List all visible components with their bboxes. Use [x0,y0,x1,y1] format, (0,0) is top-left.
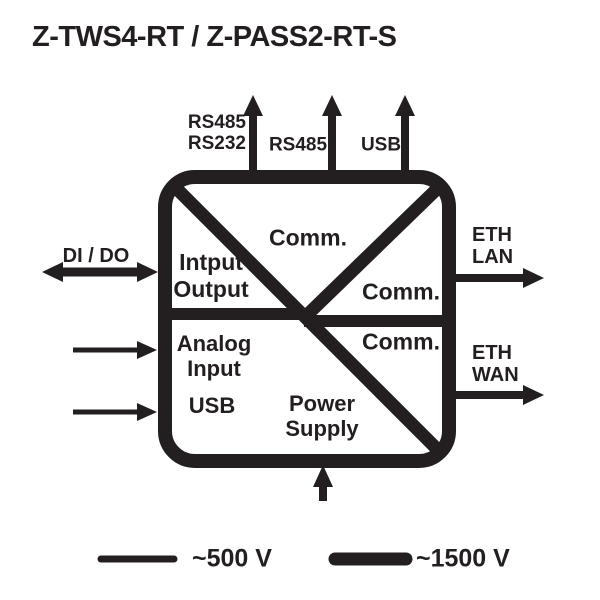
rs485-rs232-arrow-icon [243,95,263,171]
section-comm-top: Comm. [269,224,347,251]
section-usb: USB [188,392,236,418]
eth-lan-line1: ETH [472,224,512,246]
barrier-diagonal-upper-right [299,179,447,323]
analog-input-arrow-icon [73,341,157,359]
legend-label-500v: ~500 V [192,544,272,573]
power-line2: Supply [285,416,359,441]
rs485-arrow-icon [322,95,342,171]
section-comm-right-upper: Comm. [362,278,440,305]
io-line2: Output [173,276,249,302]
eth-lan-line2: LAN [472,246,514,268]
io-line1: Intput [179,249,243,275]
eth-wan-arrow-icon [448,385,544,405]
usb-top-arrow-icon [395,95,415,171]
port-label-rs485: RS485 [268,134,328,156]
eth-wan-line2: WAN [472,364,519,386]
section-comm-right-lower: Comm. [362,328,440,355]
port-label-di-do: DI / DO [62,245,130,267]
di-do-arrow-icon [42,262,158,282]
usb-left-arrow-icon [73,403,157,421]
device-box [158,170,456,468]
power-line1: Power [288,391,356,416]
port-label-usb-top: USB [360,134,402,156]
eth-lan-arrow-icon [448,268,544,288]
port-rs485-line: RS485 [187,112,246,133]
legend-label-1500v: ~1500 V [416,544,510,573]
port-rs232-line: RS232 [187,133,246,154]
power-supply-arrow-icon [313,465,333,501]
page-title: Z-TWS4-RT / Z-PASS2-RT-S [32,21,397,53]
eth-wan-line1: ETH [472,342,512,364]
analog-line2: Input [187,356,241,381]
analog-line1: Analog [176,331,252,356]
